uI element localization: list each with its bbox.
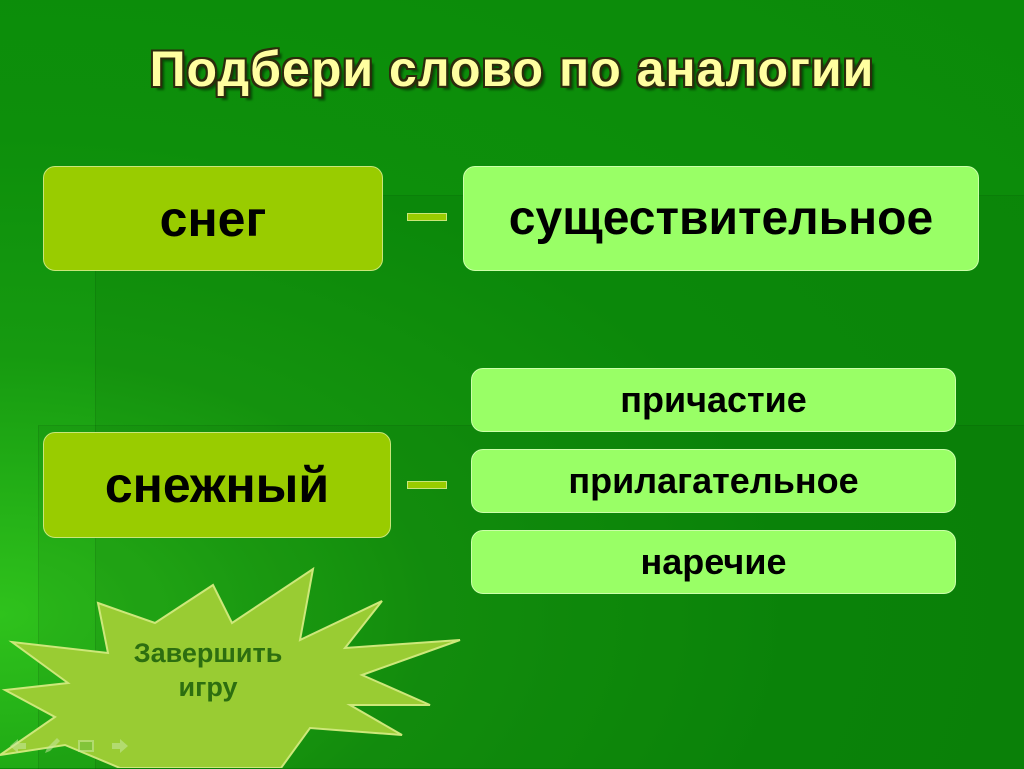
finish-game-button[interactable]: Завершить игру (98, 636, 318, 704)
option-adjective[interactable]: прилагательное (471, 449, 956, 513)
finish-game-line2: игру (178, 672, 238, 702)
slide-title: Подбери слово по аналогии (149, 41, 875, 97)
finish-game-starburst-icon[interactable] (0, 565, 470, 768)
answer-box-noun: существительное (463, 166, 979, 271)
screen-icon[interactable] (76, 736, 96, 756)
arrow-left-icon[interactable] (8, 736, 28, 756)
dash-connector-2 (407, 481, 447, 489)
option-adverb[interactable]: наречие (471, 530, 956, 594)
dash-connector-1 (407, 213, 447, 221)
word-box-sneg: снег (43, 166, 383, 271)
arrow-right-icon[interactable] (110, 736, 130, 756)
pen-icon[interactable] (42, 736, 62, 756)
option-participle[interactable]: причастие (471, 368, 956, 432)
finish-game-line1: Завершить (133, 638, 283, 668)
word-box-snezhny: снежный (43, 432, 391, 538)
slideshow-nav (8, 736, 130, 756)
